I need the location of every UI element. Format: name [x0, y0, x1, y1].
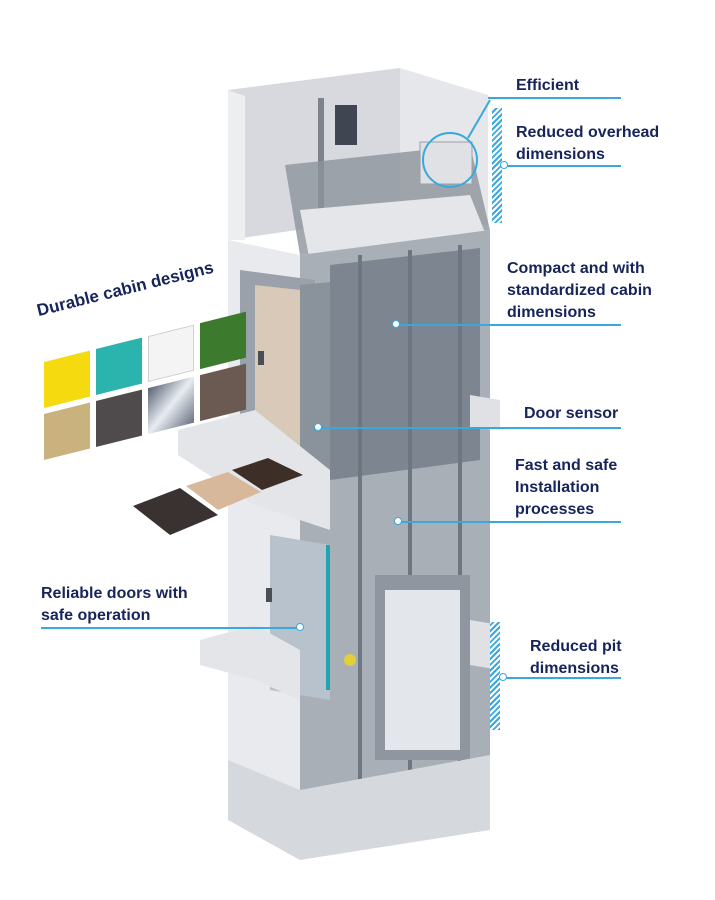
- buffer: [344, 654, 356, 666]
- lower-floor-slab: [200, 625, 300, 700]
- pit-dimension-hatch: [490, 622, 500, 730]
- label-line: Reduced pit: [530, 638, 622, 655]
- upper-floor-slab-right: [470, 395, 500, 430]
- overhead-dimension-hatch: [492, 108, 502, 223]
- leader-dot: [314, 423, 322, 431]
- label-fast-installation: Fast and safe Installation processes: [515, 455, 617, 521]
- shaft-left-wall-top: [228, 90, 245, 240]
- counterweight-panel: [385, 590, 460, 750]
- swatch-white: [148, 324, 194, 383]
- controller-box: [419, 141, 473, 185]
- pit-base: [228, 755, 490, 860]
- leader-dot: [394, 517, 402, 525]
- leader-dot: [392, 320, 400, 328]
- leader-efficient: [488, 97, 621, 99]
- leader-door-sensor: [318, 427, 621, 429]
- label-reduced-pit: Reduced pit dimensions: [530, 636, 622, 680]
- label-line: Installation: [515, 479, 600, 496]
- cabin-panel: [330, 248, 480, 480]
- leader-doors: [41, 627, 299, 629]
- landing-door-panel: [300, 282, 330, 505]
- leader-pit: [503, 677, 621, 679]
- label-line: Reduced overhead: [516, 124, 660, 141]
- call-button-panel: [258, 351, 264, 365]
- label-line: Compact and with: [507, 260, 645, 277]
- leader-compact: [396, 324, 621, 326]
- label-reliable-doors: Reliable doors with safe operation: [41, 583, 188, 627]
- label-door-sensor: Door sensor: [524, 405, 619, 422]
- call-button-panel: [266, 588, 272, 602]
- swatch-green: [200, 311, 246, 370]
- traction-machine: [335, 105, 357, 145]
- leader-dot: [500, 161, 508, 169]
- leader-dot: [499, 673, 507, 681]
- label-line: dimensions: [507, 304, 596, 321]
- rail-bracket: [318, 98, 324, 218]
- label-line: Reliable doors with: [41, 585, 188, 602]
- swatch-teal: [96, 337, 142, 396]
- label-reduced-overhead: Reduced overhead dimensions: [516, 122, 659, 166]
- label-line: safe operation: [41, 607, 151, 624]
- controller-leader: [467, 99, 491, 139]
- leader-dot: [296, 623, 304, 631]
- label-efficient: Efficient: [516, 77, 580, 94]
- label-compact-cabin: Compact and with standardized cabin dime…: [507, 258, 652, 324]
- swatch-yellow: [44, 350, 90, 408]
- cabin-interior: [255, 285, 300, 455]
- label-line: Fast and safe: [515, 457, 618, 474]
- controller-highlight-circle: [422, 132, 478, 188]
- label-line: dimensions: [516, 146, 605, 163]
- leader-overhead: [505, 165, 621, 167]
- label-line: dimensions: [530, 660, 619, 677]
- leader-installation: [398, 521, 621, 523]
- label-line: standardized cabin: [507, 282, 652, 299]
- label-line: processes: [515, 501, 595, 518]
